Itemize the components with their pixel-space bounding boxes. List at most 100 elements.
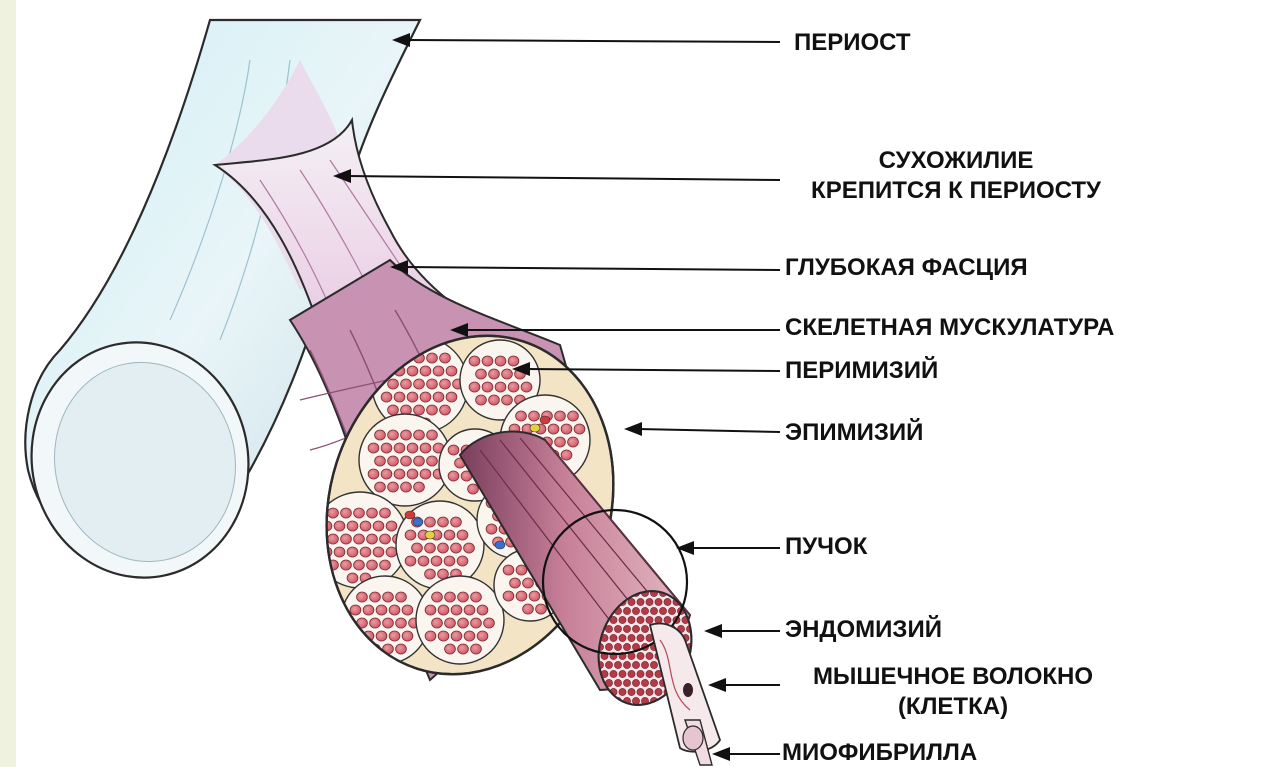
arrow-tendon xyxy=(333,169,780,183)
muscle-fiber-dot xyxy=(605,643,612,650)
muscle-fiber-cross-section xyxy=(438,605,449,615)
muscle-fiber-cross-section xyxy=(451,543,462,553)
muscle-fiber-cross-section xyxy=(431,556,442,566)
muscle-fiber-dot xyxy=(605,625,612,632)
muscle-fiber-dot xyxy=(650,607,657,614)
arrow-muscle-fiber xyxy=(708,678,780,692)
muscle-fiber-cross-section xyxy=(445,592,456,602)
label-perimysium: ПЕРИМИЗИЙ xyxy=(785,356,938,386)
muscle-fiber-cross-section xyxy=(458,644,469,654)
muscle-fiber-cross-section xyxy=(503,591,514,601)
muscle-fiber-cross-section xyxy=(503,565,514,575)
muscle-fiber-cross-section xyxy=(495,356,506,366)
muscle-fiber-cross-section xyxy=(476,369,487,379)
muscle-fiber-cross-section xyxy=(347,521,358,531)
muscle-fiber-cross-section xyxy=(427,379,438,389)
muscle-fiber-cross-section xyxy=(321,547,332,557)
muscle-fiber-dot xyxy=(655,598,662,605)
muscle-fiber-cross-section xyxy=(446,366,457,376)
muscle-fiber-dot xyxy=(623,607,630,614)
muscle-fiber-cross-section xyxy=(433,392,444,402)
muscle-fiber-dot xyxy=(623,661,630,668)
muscle-fiber-dot xyxy=(623,679,630,686)
muscle-fiber-dot xyxy=(623,625,630,632)
muscle-fiber-cross-section xyxy=(396,644,407,654)
muscle-fiber-cross-section xyxy=(367,534,378,544)
muscle-fiber-dot xyxy=(637,598,644,605)
muscle-fiber-dot xyxy=(628,616,635,623)
muscle-fiber-cross-section xyxy=(464,543,475,553)
blood-vessel xyxy=(495,541,505,549)
muscle-fiber-cross-section xyxy=(432,592,443,602)
muscle-fiber-cross-section xyxy=(432,618,443,628)
muscle-fiber-cross-section xyxy=(529,411,540,421)
muscle-fiber-cross-section xyxy=(383,592,394,602)
muscle-fiber-cross-section xyxy=(334,521,345,531)
muscle-fiber-cross-section xyxy=(354,560,365,570)
muscle-fiber-cross-section xyxy=(510,578,521,588)
muscle-fiber-dot xyxy=(628,688,635,695)
muscle-fiber-cross-section xyxy=(420,443,431,453)
muscle-fiber-dot xyxy=(641,607,648,614)
muscle-fiber-dot xyxy=(637,670,644,677)
muscle-fiber-cross-section xyxy=(458,592,469,602)
muscle-fiber-dot xyxy=(632,697,639,704)
muscle-fiber-cross-section xyxy=(451,517,462,527)
muscle-fiber-cross-section xyxy=(555,437,566,447)
muscle-fiber-dot xyxy=(641,661,648,668)
muscle-fiber-cross-section xyxy=(548,424,559,434)
label-muscle-fiber-line2: (КЛЕТКА) xyxy=(782,692,1124,722)
muscle-fiber-dot xyxy=(691,616,698,623)
muscle-fiber-cross-section xyxy=(401,379,412,389)
muscle-fiber-dot xyxy=(677,589,684,596)
muscle-fiber-cross-section xyxy=(375,430,386,440)
muscle-fiber-cross-section xyxy=(373,547,384,557)
muscle-fiber-cross-section xyxy=(516,591,527,601)
muscle-fiber-dot xyxy=(691,598,698,605)
muscle-fiber-dot xyxy=(632,661,639,668)
muscle-fiber-cross-section xyxy=(482,382,493,392)
blood-vessel xyxy=(405,511,415,519)
muscle-fiber-cross-section xyxy=(396,618,407,628)
muscle-fiber-cross-section xyxy=(341,560,352,570)
muscle-fiber-dot xyxy=(596,697,603,704)
label-endomysium: ЭНДОМИЗИЙ xyxy=(785,615,942,645)
muscle-fiber-dot xyxy=(610,670,617,677)
muscle-fiber-cross-section xyxy=(388,379,399,389)
muscle-fiber-cross-section xyxy=(477,631,488,641)
muscle-fiber-cross-section xyxy=(386,547,397,557)
muscle-fiber-cross-section xyxy=(420,366,431,376)
muscle-fiber-dot xyxy=(637,616,644,623)
muscle-fiber-cross-section xyxy=(328,508,339,518)
muscle-fiber-cross-section xyxy=(394,392,405,402)
muscle-fiber-cross-section xyxy=(468,484,479,494)
muscle-fiber-cross-section xyxy=(420,469,431,479)
muscle-fiber-cross-section xyxy=(418,556,429,566)
muscle-fiber-dot xyxy=(646,598,653,605)
muscle-fiber-cross-section xyxy=(402,631,413,641)
muscle-fiber-cross-section xyxy=(367,560,378,570)
muscle-fiber-cross-section xyxy=(376,631,387,641)
label-muscle-fiber-line1: МЫШЕЧНОЕ ВОЛОКНО xyxy=(782,662,1124,692)
muscle-fiber-cross-section xyxy=(438,517,449,527)
muscle-fiber-cross-section xyxy=(383,618,394,628)
muscle-fiber-cross-section xyxy=(380,534,391,544)
muscle-fiber-cross-section xyxy=(444,530,455,540)
muscle-fiber-cross-section xyxy=(350,631,361,641)
muscle-fiber-cross-section xyxy=(445,618,456,628)
muscle-fiber-dot xyxy=(641,679,648,686)
muscle-fiber-cross-section xyxy=(405,530,416,540)
arrow-fascicle xyxy=(676,541,780,555)
muscle-fiber-cross-section xyxy=(445,644,456,654)
muscle-fiber-cross-section xyxy=(457,556,468,566)
muscle-fiber-cross-section xyxy=(341,508,352,518)
muscle-fiber-cross-section xyxy=(536,604,547,614)
muscle-fiber-cross-section xyxy=(414,456,425,466)
muscle-fiber-dot xyxy=(614,643,621,650)
muscle-fiber-cross-section xyxy=(368,469,379,479)
muscle-fiber-dot xyxy=(619,634,626,641)
muscle-fiber-cross-section xyxy=(381,392,392,402)
muscle-fiber-cross-section xyxy=(354,508,365,518)
muscle-fiber-cross-section xyxy=(440,353,451,363)
muscle-fiber-dot xyxy=(664,598,671,605)
